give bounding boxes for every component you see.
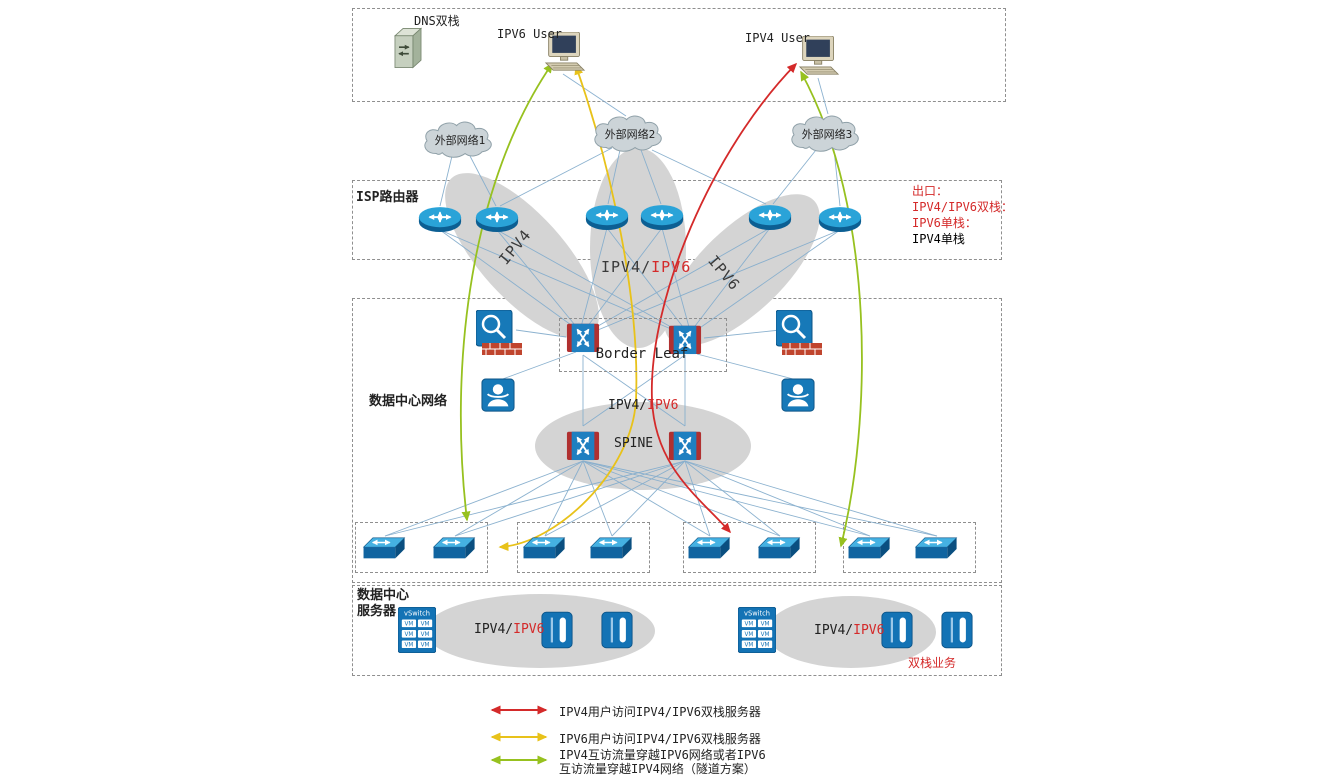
spine-switch-2-icon	[668, 424, 702, 464]
exit-legend-line-1: 出口：	[912, 184, 949, 198]
dns-label: DNS双栈	[414, 14, 460, 28]
exit-legend-line-2: IPV4/IPV6双栈：	[912, 200, 1014, 214]
exit-legend-line-4: IPV4单栈	[912, 232, 965, 246]
spine-dual-stack-label: IPV4/IPV6	[608, 398, 678, 413]
leaf-switch-2-icon	[433, 535, 477, 563]
datacenter-network-label: 数据中心网络	[369, 394, 448, 409]
server-region-box	[352, 585, 1002, 676]
legend-item-3-text-line2: 互访流量穿越IPV4网络（隧道方案）	[559, 762, 756, 776]
dual-stack-blob-label: IPV4/IPV6	[601, 258, 691, 276]
isp-router-6-icon	[817, 205, 863, 235]
dns-server-icon	[390, 26, 426, 70]
server-1-icon	[541, 611, 573, 649]
spine-label: SPINE	[614, 436, 654, 451]
server-4-icon	[941, 611, 973, 649]
legend-item-3-text-line1: IPV4互访流量穿越IPV6网络或者IPV6	[559, 748, 766, 762]
external-network-1-label: 外部网络1	[434, 134, 486, 147]
isp-section-label: ISP路由器	[356, 190, 419, 205]
exit-legend: 出口： IPV4/IPV6双栈： IPV6单栈： IPV4单栈	[912, 183, 1013, 247]
spine-switch-1-icon	[566, 424, 600, 464]
leaf-switch-7-icon	[848, 535, 892, 563]
spine-dual-red: IPV6	[647, 398, 679, 413]
server-3-icon	[881, 611, 913, 649]
legend-item-2-text: IPV6用户访问IPV4/IPV6双栈服务器	[559, 732, 761, 746]
leaf-switch-5-icon	[688, 535, 732, 563]
firewall-right-icon	[776, 310, 822, 356]
leaf-switch-8-icon	[915, 535, 959, 563]
server-group-1-label: IPV4/IPV6	[474, 622, 544, 637]
isp-router-5-icon	[747, 203, 793, 233]
isp-router-2-icon	[474, 205, 520, 235]
spine-dual-black: IPV4/	[608, 398, 648, 413]
load-balancer-right-icon	[781, 378, 815, 414]
vswitch-right-icon	[738, 607, 776, 653]
exit-legend-line-3: IPV6单栈：	[912, 216, 977, 230]
server-group-1-black: IPV4/	[474, 622, 514, 637]
ipv6-user-label: IPV6 User	[497, 27, 563, 41]
server-group-2-label: IPV4/IPV6	[814, 623, 884, 638]
border-leaf-label: Border Leaf	[595, 346, 689, 362]
isp-router-1-icon	[417, 205, 463, 235]
server-section-label-line1: 数据中心	[357, 588, 410, 603]
dual-stack-blob-label-red: IPV6	[651, 258, 692, 276]
firewall-left-icon	[476, 310, 522, 356]
load-balancer-left-icon	[481, 378, 515, 414]
external-network-2-label: 外部网络2	[604, 128, 656, 141]
server-section-label: 数据中心 服务器	[357, 588, 409, 620]
external-network-3-label: 外部网络3	[801, 128, 853, 141]
isp-router-3-icon	[584, 203, 630, 233]
ipv4-user-label: IPV4 User	[745, 31, 811, 45]
server-section-label-line2: 服务器	[357, 604, 397, 619]
server-2-icon	[601, 611, 633, 649]
legend-item-1-text: IPV4用户访问IPV4/IPV6双栈服务器	[559, 705, 761, 719]
server-group-1-red: IPV6	[513, 622, 545, 637]
leaf-switch-6-icon	[758, 535, 802, 563]
dual-stack-blob-label-black: IPV4/	[601, 258, 652, 276]
leaf-switch-3-icon	[523, 535, 567, 563]
server-group-2-black: IPV4/	[814, 623, 854, 638]
dual-stack-note: 双栈业务	[908, 656, 957, 670]
leaf-switch-1-icon	[363, 535, 407, 563]
isp-router-4-icon	[639, 203, 685, 233]
server-group-2-red: IPV6	[853, 623, 885, 638]
leaf-switch-4-icon	[590, 535, 634, 563]
